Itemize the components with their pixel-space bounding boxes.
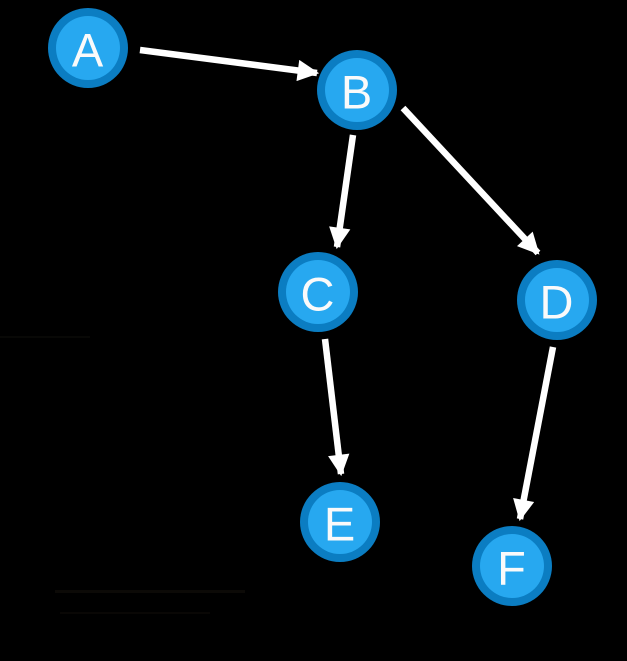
node-body [56,16,120,80]
node-B[interactable]: B [317,50,397,130]
edge-B-D [400,105,541,256]
node-C[interactable]: C [278,252,358,332]
node-body [286,260,350,324]
node-D[interactable]: D [517,260,597,340]
node-body [525,268,589,332]
node-body [325,58,389,122]
nodes-layer: A B C D E F [48,8,597,606]
node-body [308,490,372,554]
edge-C-E [321,338,350,477]
edge-D-F [513,346,557,522]
node-E[interactable]: E [300,482,380,562]
edge-B-C [329,134,357,250]
node-A[interactable]: A [48,8,128,88]
node-F[interactable]: F [472,526,552,606]
edge-A-B [139,46,320,82]
edges-layer [139,46,557,522]
node-body [480,534,544,598]
